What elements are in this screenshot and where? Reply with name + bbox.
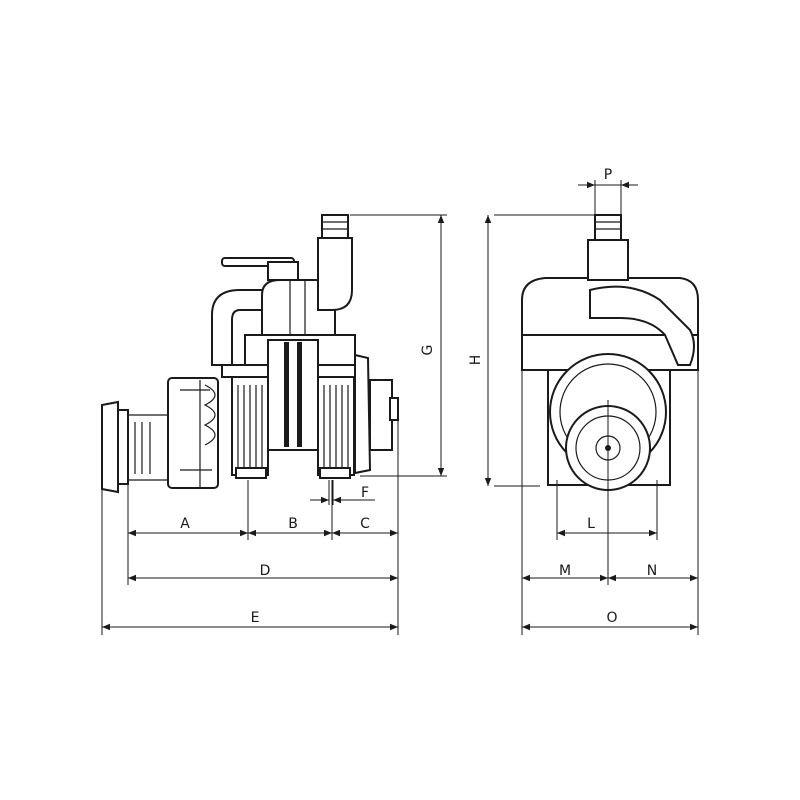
dim-label-l: L [587,516,595,532]
dim-label-g: G [420,345,436,356]
dim-label-m: M [559,563,571,579]
dim-label-b: B [288,516,298,532]
dim-label-h: H [468,355,484,366]
dim-label-o: O [606,610,617,626]
dim-label-p: P [604,167,612,183]
dim-label-n: N [647,563,657,579]
dim-label-d: D [260,563,271,579]
dim-label-f: F [361,485,369,501]
dim-label-e: E [251,610,260,626]
pump-side-view [101,214,399,494]
dimension-labels: A B C D E F G H L M N O P [180,167,657,626]
dim-label-c: C [360,516,370,532]
dim-label-a: A [180,516,190,532]
pump-front-view [521,214,699,491]
dimension-lines [101,180,699,635]
